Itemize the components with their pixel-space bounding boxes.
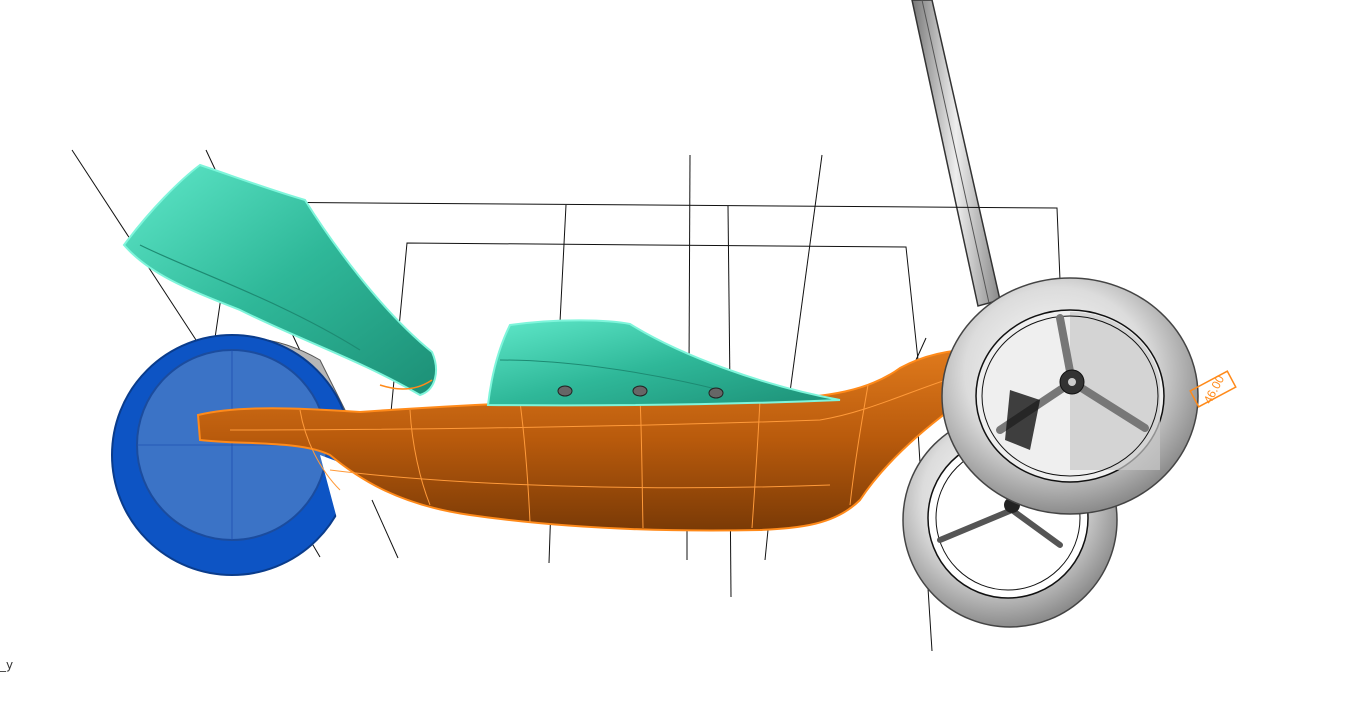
dimension-value: 46.00 (1201, 373, 1228, 406)
rear-foot-pad[interactable] (122, 163, 437, 397)
front-foot-pad[interactable] (486, 319, 841, 407)
axis-label-text: _y (0, 658, 14, 672)
deck-bolts (557, 385, 724, 399)
handle-rod[interactable] (911, 0, 1001, 307)
rear-wheel[interactable] (111, 334, 360, 576)
front-wheel-upper[interactable] (941, 277, 1199, 515)
axis-triad-icon: _y (0, 658, 13, 672)
